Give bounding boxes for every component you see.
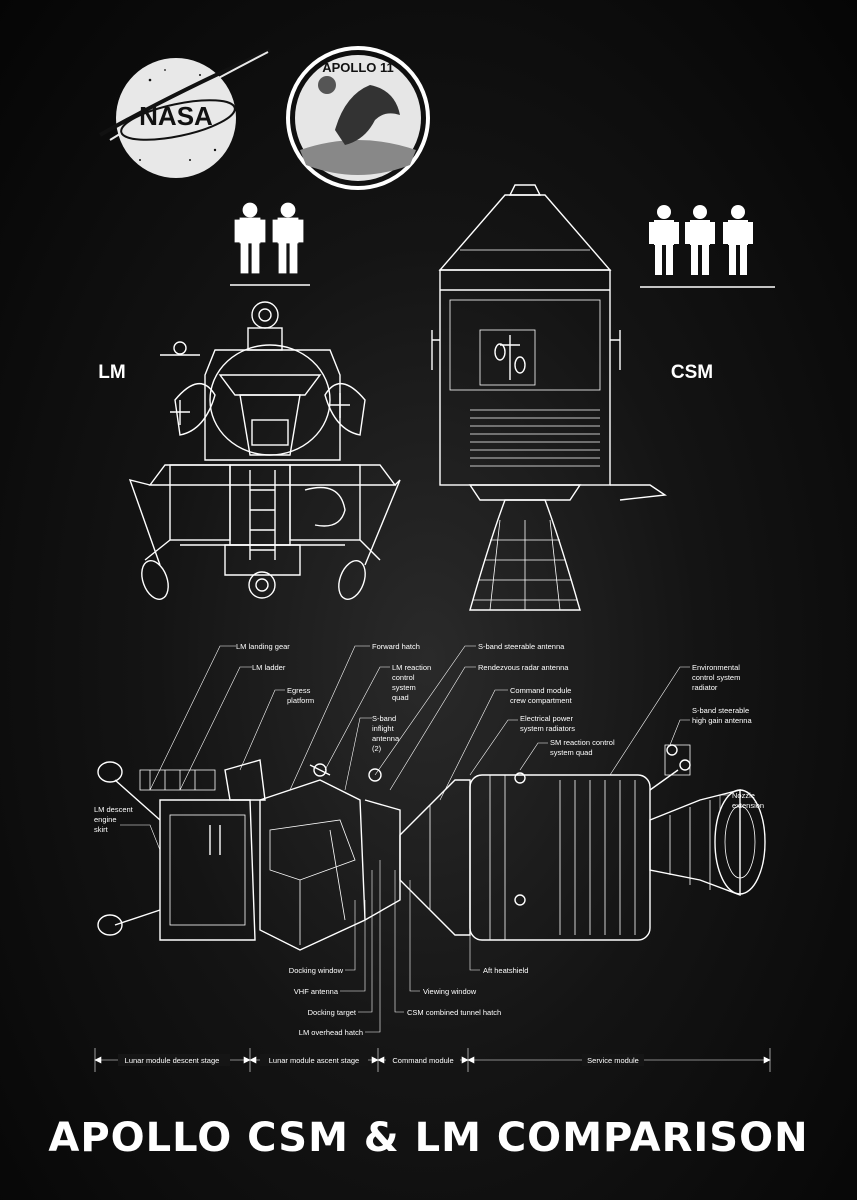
label-ecs-radiator-1: Environmental bbox=[692, 663, 740, 672]
segment-ascent-stage: Lunar module ascent stage bbox=[269, 1056, 359, 1065]
segment-descent-stage: Lunar module descent stage bbox=[125, 1056, 220, 1065]
astronauts-lm-group bbox=[230, 202, 310, 286]
label-sband-inflight-4: (2) bbox=[372, 744, 382, 753]
label-docking-target: Docking target bbox=[308, 1008, 357, 1017]
label-sband-inflight-1: S-band bbox=[372, 714, 396, 723]
label-sband-inflight-2: inflight bbox=[372, 724, 395, 733]
lm-view-label: LM bbox=[98, 362, 125, 383]
label-eps-radiators-1: Electrical power bbox=[520, 714, 573, 723]
label-lm-rcs-1: LM reaction bbox=[392, 663, 431, 672]
label-cm-crew-2: crew compartment bbox=[510, 696, 573, 705]
csm-view-label: CSM bbox=[671, 362, 713, 383]
label-cm-crew-1: Command module bbox=[510, 686, 571, 695]
docked-assembly-drawing bbox=[97, 744, 766, 951]
label-egress-platform-1: Egress bbox=[287, 686, 311, 695]
label-vhf-antenna: VHF antenna bbox=[294, 987, 339, 996]
dimension-labels: Lunar module descent stage Lunar module … bbox=[118, 1054, 644, 1066]
label-nozzle-1: Nozzle bbox=[732, 791, 755, 800]
label-sm-rcs-2: system quad bbox=[550, 748, 593, 757]
label-high-gain-1: S-band steerable bbox=[692, 706, 749, 715]
csm-side-view-drawing bbox=[431, 184, 667, 611]
label-lm-descent-skirt-1: LM descent bbox=[94, 805, 134, 814]
label-docking-window: Docking window bbox=[289, 966, 344, 975]
label-lm-rcs-2: control bbox=[392, 673, 415, 682]
label-lm-descent-skirt-3: skirt bbox=[94, 825, 109, 834]
label-lm-landing-gear: LM landing gear bbox=[236, 642, 290, 651]
label-viewing-window: Viewing window bbox=[423, 987, 477, 996]
label-sband-steerable: S-band steerable antenna bbox=[478, 642, 565, 651]
label-lm-rcs-3: system bbox=[392, 683, 416, 692]
label-lm-overhead-hatch: LM overhead hatch bbox=[299, 1028, 363, 1037]
nasa-logo: NASA bbox=[99, 48, 271, 178]
label-lm-descent-skirt-2: engine bbox=[94, 815, 117, 824]
label-ecs-radiator-2: control system bbox=[692, 673, 740, 682]
label-nozzle-2: extension bbox=[732, 801, 764, 810]
label-forward-hatch: Forward hatch bbox=[372, 642, 420, 651]
callout-leaders bbox=[120, 645, 730, 1033]
label-aft-heatshield: Aft heatshield bbox=[483, 966, 528, 975]
label-lm-rcs-4: quad bbox=[392, 693, 409, 702]
label-high-gain-2: high gain antenna bbox=[692, 716, 752, 725]
label-ecs-radiator-3: radiator bbox=[692, 683, 718, 692]
patch-text: APOLLO 11 bbox=[322, 60, 394, 75]
label-sband-inflight-3: antenna bbox=[372, 734, 400, 743]
label-csm-tunnel-hatch: CSM combined tunnel hatch bbox=[407, 1008, 501, 1017]
lm-front-view-drawing bbox=[128, 301, 401, 600]
segment-command-module: Command module bbox=[392, 1056, 453, 1065]
label-eps-radiators-2: system radiators bbox=[520, 724, 575, 733]
label-rendezvous-radar: Rendezvous radar antenna bbox=[478, 663, 569, 672]
callout-labels: LM landing gear LM ladder Egress platfor… bbox=[94, 642, 764, 1037]
astronauts-csm-group bbox=[640, 205, 775, 288]
poster-title: APOLLO CSM & LM COMPARISON bbox=[48, 1115, 809, 1161]
label-egress-platform-2: platform bbox=[287, 696, 314, 705]
segment-service-module: Service module bbox=[587, 1056, 639, 1065]
nasa-logo-text: NASA bbox=[139, 101, 213, 131]
apollo-11-patch: APOLLO 11 bbox=[286, 46, 430, 190]
label-sm-rcs-1: SM reaction control bbox=[550, 738, 615, 747]
label-lm-ladder: LM ladder bbox=[252, 663, 286, 672]
